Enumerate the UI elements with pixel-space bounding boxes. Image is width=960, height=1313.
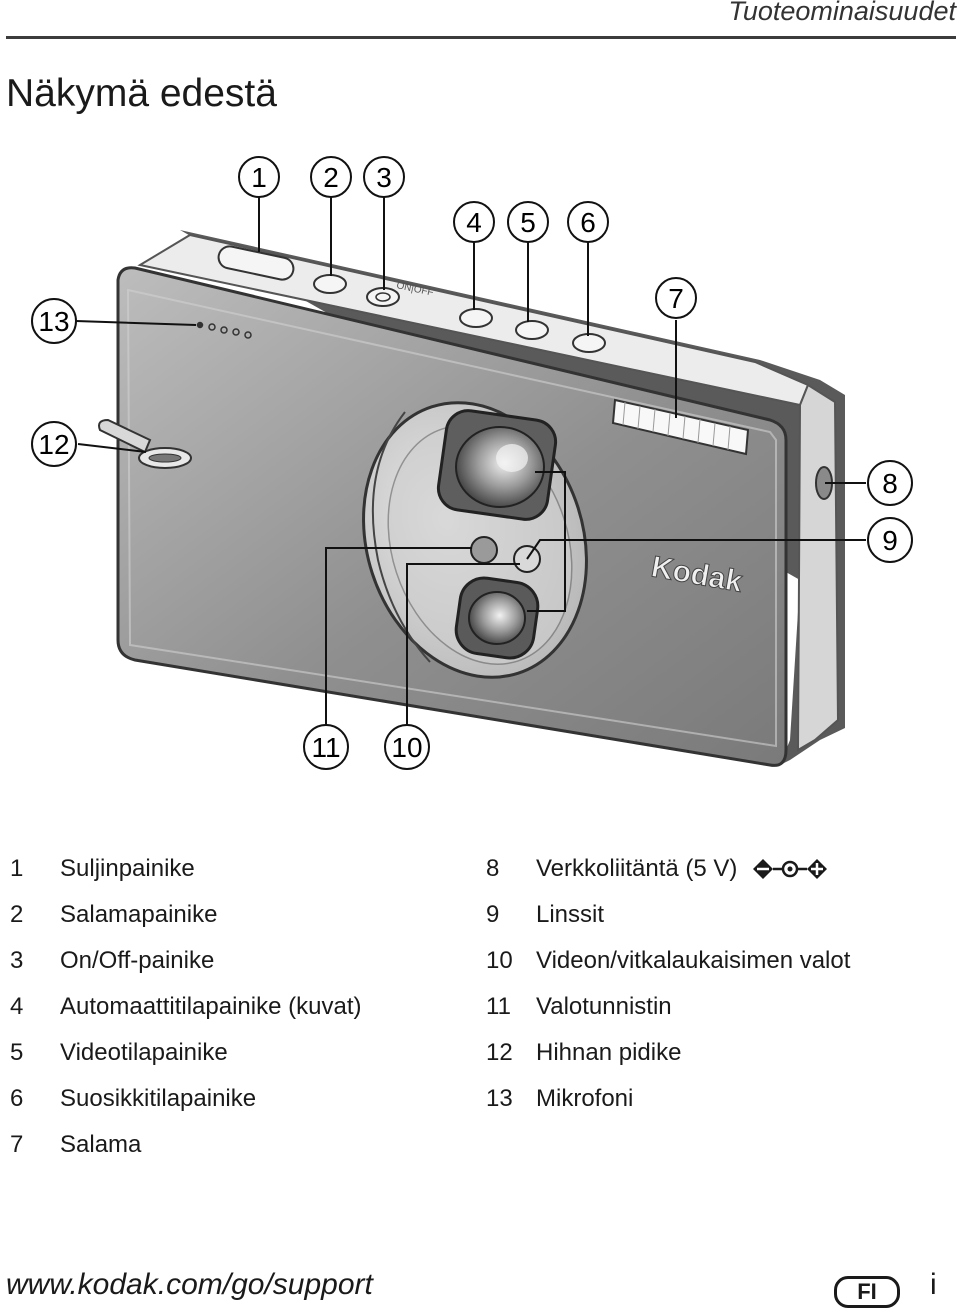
section-title: Tuoteominaisuudet <box>728 0 956 26</box>
svg-text:11: 11 <box>311 732 340 763</box>
callout-6: 6 <box>567 201 609 243</box>
language-badge: FI <box>834 1276 900 1308</box>
svg-text:12: 12 <box>38 429 69 460</box>
svg-text:3: 3 <box>376 162 392 193</box>
svg-text:2: 2 <box>323 162 339 193</box>
callout-3: 3 <box>363 156 405 198</box>
callout-1: 1 <box>238 156 280 198</box>
callout-13: 13 <box>31 298 77 344</box>
callout-8: 8 <box>867 460 913 506</box>
callout-lines <box>75 196 866 725</box>
svg-text:10: 10 <box>391 732 422 763</box>
page-number: i <box>930 1268 937 1301</box>
favorites-button <box>572 333 606 353</box>
dc-polarity-icon <box>753 859 828 879</box>
page-title: Näkymä edestä <box>6 72 277 115</box>
callout-4: 4 <box>453 201 495 243</box>
svg-text:8: 8 <box>882 468 898 499</box>
light-sensor <box>470 536 498 564</box>
flash-window <box>611 398 750 456</box>
header-divider <box>6 36 956 39</box>
callout-5: 5 <box>507 201 549 243</box>
svg-text:6: 6 <box>580 207 596 238</box>
svg-text:4: 4 <box>466 207 482 238</box>
lens-plate <box>362 401 588 679</box>
callout-2: 2 <box>310 156 352 198</box>
callout-10: 10 <box>384 724 430 770</box>
flash-button <box>313 274 347 294</box>
svg-text:9: 9 <box>882 525 898 556</box>
video-mode-button <box>515 320 549 340</box>
callout-7: 7 <box>655 277 697 319</box>
callout-12: 12 <box>31 421 77 467</box>
power-button <box>366 287 400 307</box>
svg-text:13: 13 <box>38 306 69 337</box>
camera-front-diagram: ON|OFF <box>31 156 913 770</box>
svg-text:1: 1 <box>251 162 267 193</box>
auto-mode-button <box>459 308 493 328</box>
shutter-button <box>217 245 295 281</box>
svg-text:7: 7 <box>668 283 684 314</box>
callout-11: 11 <box>303 724 349 770</box>
microphone <box>196 321 252 339</box>
callout-9: 9 <box>867 517 913 563</box>
callout-markers: 1 2 3 4 5 6 7 8 9 10 11 12 13 <box>31 156 913 770</box>
support-url[interactable]: www.kodak.com/go/support <box>6 1268 373 1301</box>
svg-text:5: 5 <box>520 207 536 238</box>
strap-post <box>98 418 192 469</box>
